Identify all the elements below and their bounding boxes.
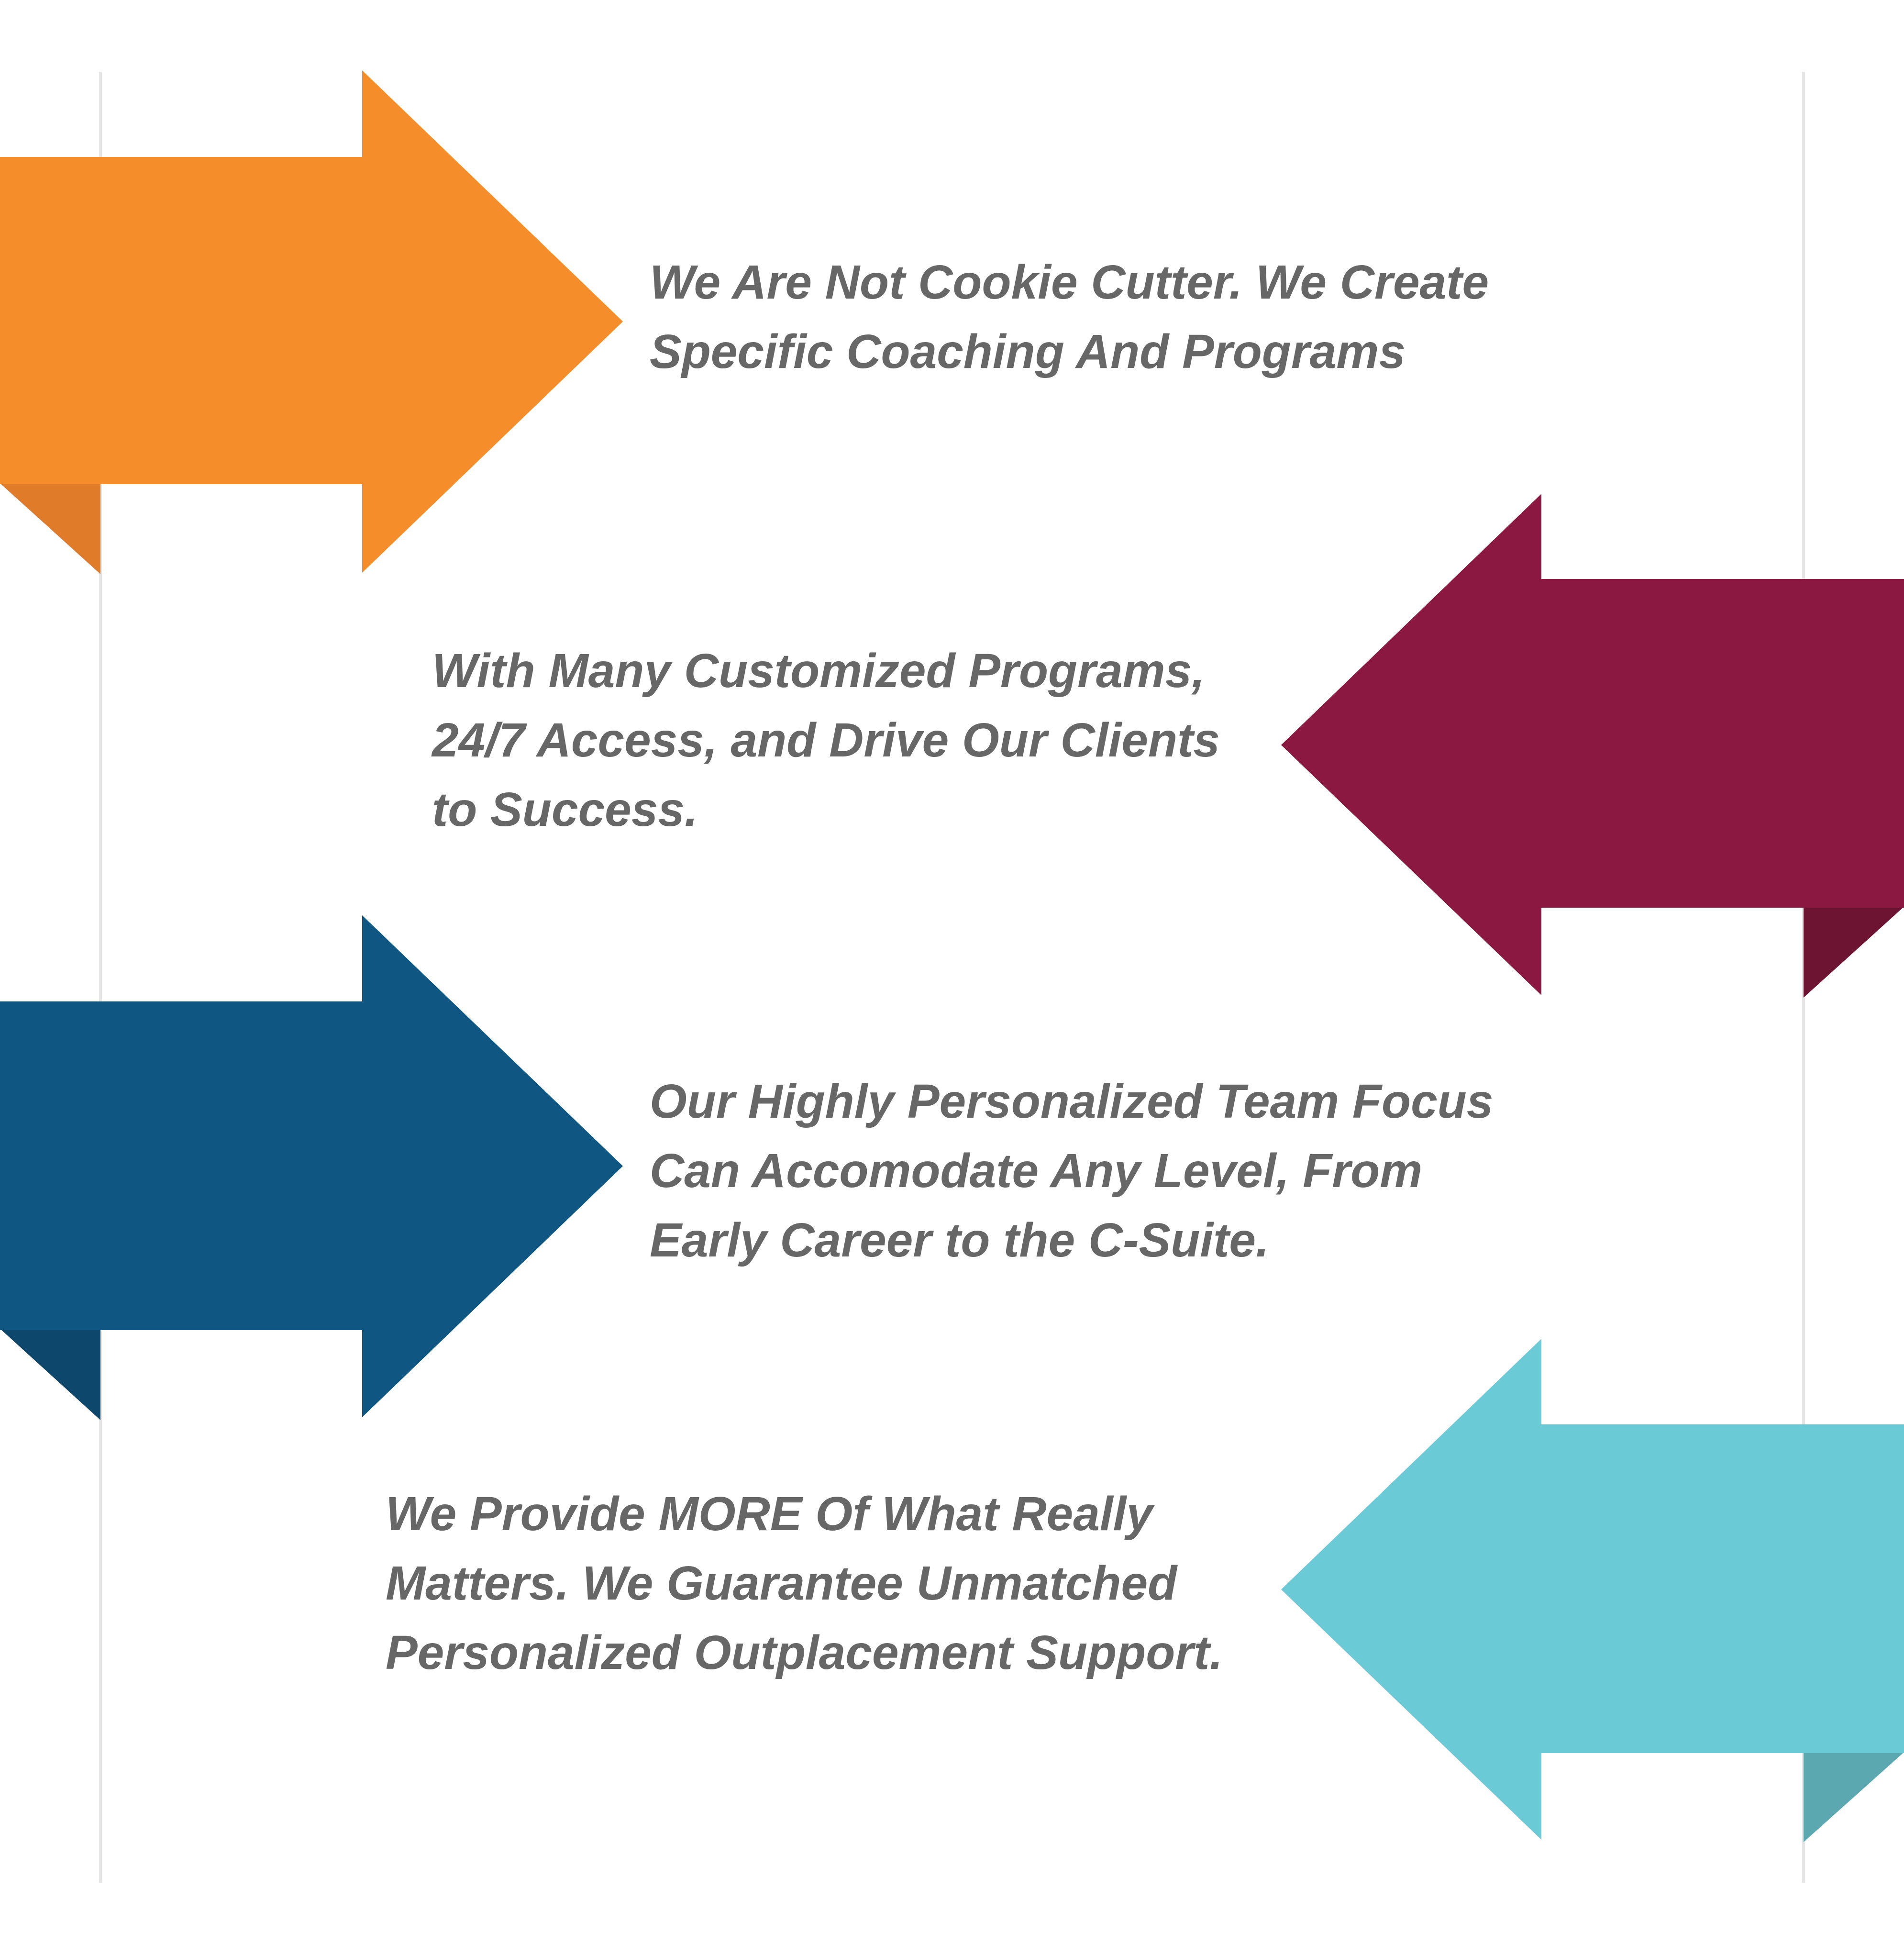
teal-arrow	[1281, 1339, 1904, 1842]
statement-2-line-1: With Many Customized Programs,	[432, 644, 1205, 698]
statement-3-line-3: Early Career to the C-Suite.	[650, 1213, 1269, 1267]
statement-2-line-2: 24/7 Access, and Drive Our Clients	[432, 713, 1220, 767]
orange-arrow-body	[0, 70, 623, 573]
statement-1-line-2: Specific Coaching And Programs	[650, 325, 1406, 378]
orange-arrow-fold	[0, 483, 100, 574]
teal-arrow-fold	[1804, 1752, 1904, 1842]
maroon-arrow	[1281, 494, 1904, 998]
statement-3: Our Highly Personalized Team Focus Can A…	[650, 1067, 1493, 1275]
statement-3-line-2: Can Accomodate Any Level, From	[650, 1144, 1423, 1198]
orange-arrow	[0, 70, 623, 574]
statement-2: With Many Customized Programs, 24/7 Acce…	[432, 636, 1220, 845]
statement-4-line-3: Personalized Outplacement Support.	[386, 1626, 1223, 1679]
statement-4-line-2: Matters. We Guarantee Unmatched	[386, 1556, 1177, 1610]
statement-4-line-1: We Provide MORE Of What Really	[386, 1487, 1153, 1541]
statement-3-line-1: Our Highly Personalized Team Focus	[650, 1075, 1494, 1128]
statement-1: We Are Not Cookie Cutter. We Create Spec…	[650, 248, 1489, 387]
statement-4: We Provide MORE Of What Really Matters. …	[386, 1479, 1223, 1688]
navy-arrow-body	[0, 915, 623, 1417]
navy-arrow-fold	[0, 1329, 100, 1420]
maroon-arrow-body	[1281, 494, 1904, 995]
maroon-arrow-fold	[1804, 907, 1904, 998]
statement-2-line-3: to Success.	[432, 783, 698, 836]
navy-arrow	[0, 915, 623, 1420]
teal-arrow-body	[1281, 1339, 1904, 1840]
statement-1-line-1: We Are Not Cookie Cutter. We Create	[650, 256, 1489, 309]
